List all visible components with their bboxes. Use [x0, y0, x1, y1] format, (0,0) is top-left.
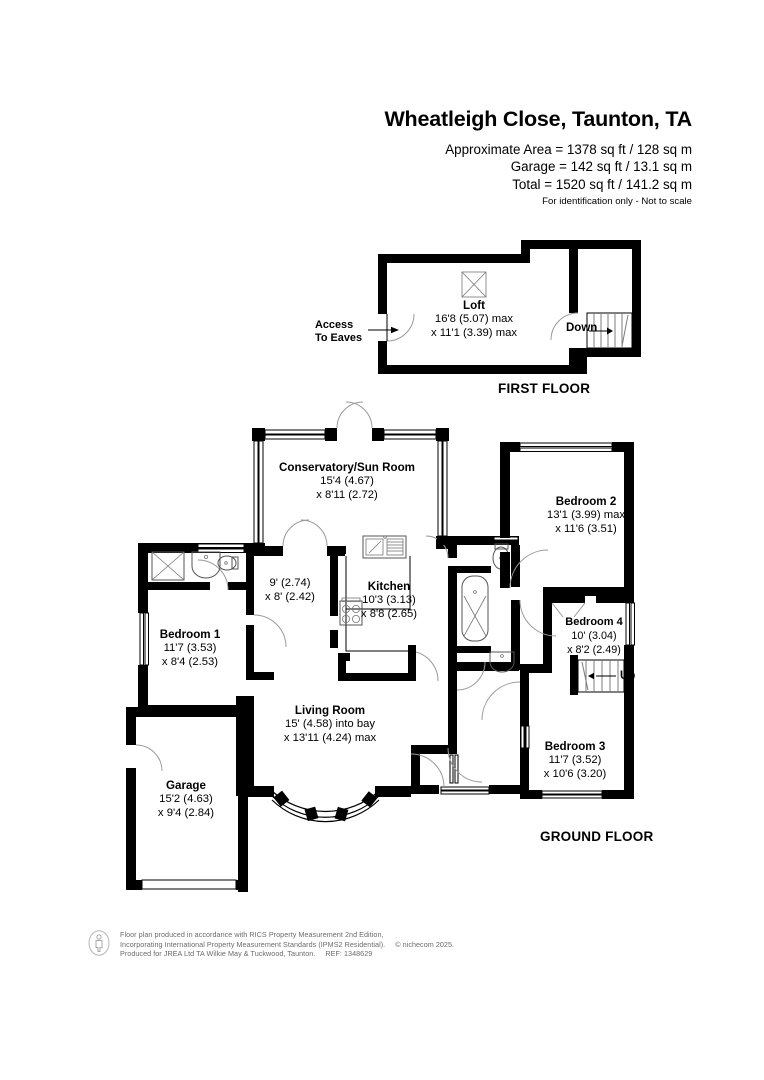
garage-area-text: Garage = 142 sq ft / 13.1 sq m — [510, 159, 692, 175]
approx-area-text: Approximate Area = 1378 sq ft / 128 sq m — [445, 141, 692, 157]
room-dim-2: x 11'1 (3.39) max — [430, 326, 518, 339]
room-dim-2: x 8'11 (2.72) — [316, 488, 378, 501]
room-label-bedroom-2: Bedroom 2 13'1 (3.99) max x 11'6 (3.51) — [547, 495, 625, 536]
room-dim-1: 15'2 (4.63) — [159, 792, 213, 805]
person-info-icon — [88, 930, 110, 956]
room-label-kitchen: Kitchen 10'3 (3.13) x 8'8 (2.65) — [361, 580, 417, 621]
room-label-loft: Loft 16'8 (5.07) max x 11'1 (3.39) max — [431, 299, 517, 340]
bay-window — [271, 790, 380, 823]
room-dim-1: 16'8 (5.07) max — [434, 312, 514, 325]
room-label-bedroom-3: Bedroom 3 11'7 (3.52) x 10'6 (3.20) — [544, 740, 606, 781]
room-name: Kitchen — [367, 580, 411, 593]
stairs-up-label: Up — [620, 670, 636, 682]
first-floor-caption: FIRST FLOOR — [498, 381, 591, 396]
room-label-bedroom-1: Bedroom 1 11'7 (3.53) x 8'4 (2.53) — [160, 628, 221, 669]
total-area-text: Total = 1520 sq ft / 141.2 sq m — [512, 176, 692, 192]
room-label-hall: 9' (2.74) x 8' (2.42) — [265, 577, 315, 605]
room-name: Loft — [463, 299, 485, 312]
room-dim-1: 13'1 (3.99) max — [546, 508, 626, 521]
plan-header: Wheatleigh Close, Taunton, TA Approximat… — [72, 107, 692, 218]
room-dim-1: 11'7 (3.52) — [548, 753, 602, 766]
room-dim-1: 10' (3.04) — [571, 629, 617, 642]
access-to-eaves-arrow — [368, 326, 399, 334]
footer-copyright: © nichecom 2025. — [395, 939, 455, 949]
room-dim-2: x 11'6 (3.51) — [555, 522, 617, 535]
basin-icon — [191, 551, 221, 579]
loft-hatch-icon — [461, 271, 487, 298]
footer-text-block: Floor plan produced in accordance with R… — [120, 930, 454, 959]
first-floor-plan — [368, 240, 641, 374]
room-dim-1: 15' (4.58) into bay — [284, 717, 376, 730]
room-dim-2: x 8'2 (2.49) — [567, 643, 621, 656]
room-dim-1: 9' (2.74) — [269, 577, 311, 589]
room-dim-1: 10'3 (3.13) — [362, 593, 416, 606]
shower-icon — [151, 551, 185, 581]
room-label-garage: Garage 15'2 (4.63) x 9'4 (2.84) — [158, 779, 214, 820]
room-name: Living Room — [294, 704, 366, 717]
room-name: Bedroom 1 — [159, 628, 221, 641]
ground-floor-plan — [126, 401, 635, 892]
room-name: Garage — [166, 779, 206, 792]
ground-floor-caption: GROUND FLOOR — [540, 829, 654, 844]
room-dim-1: 11'7 (3.53) — [163, 641, 217, 654]
access-to-eaves-label: Access To Eaves — [315, 319, 362, 345]
plan-footer: Floor plan produced in accordance with R… — [88, 930, 454, 959]
room-dim-2: x 13'11 (4.24) max — [283, 731, 377, 744]
footer-line-1: Floor plan produced in accordance with R… — [120, 930, 384, 939]
room-dim-1: 15'4 (4.67) — [320, 474, 374, 487]
room-label-bedroom-4: Bedroom 4 10' (3.04) x 8'2 (2.49) — [565, 616, 622, 657]
room-name: Bedroom 2 — [555, 495, 617, 508]
footer-line-3: Produced for JREA Ltd TA Wilkie May & Tu… — [120, 949, 316, 959]
room-name: Bedroom 4 — [565, 616, 623, 628]
footer-line-2: Incorporating International Property Mea… — [120, 939, 386, 949]
kitchen-sink-icon — [362, 535, 407, 559]
room-dim-2: x 8' (2.42) — [265, 590, 315, 603]
access-to-eaves-line1: Access — [315, 319, 354, 331]
room-dim-2: x 8'4 (2.53) — [161, 655, 219, 668]
basin-icon-central — [489, 651, 515, 673]
room-label-living-room: Living Room 15' (4.58) into bay x 13'11 … — [284, 704, 376, 745]
hob-icon — [339, 597, 363, 626]
page-title: Wheatleigh Close, Taunton, TA — [384, 107, 692, 131]
access-to-eaves-line2: To Eaves — [315, 332, 363, 344]
room-name: Conservatory/Sun Room — [279, 461, 415, 474]
room-dim-2: x 10'6 (3.20) — [543, 767, 607, 780]
room-name: Bedroom 3 — [544, 740, 606, 753]
wc-icon — [217, 555, 239, 571]
footer-reference: REF: 1348629 — [325, 949, 373, 959]
ground-staircase — [577, 659, 625, 693]
room-dim-2: x 8'8 (2.65) — [360, 607, 418, 620]
footer-line-2-row: Incorporating International Property Mea… — [120, 940, 454, 950]
bath-icon — [461, 575, 489, 642]
room-label-conservatory: Conservatory/Sun Room 15'4 (4.67) x 8'11… — [279, 461, 415, 502]
loft-staircase — [586, 312, 633, 349]
disclaimer-text: For identification only - Not to scale — [542, 196, 692, 208]
room-dim-2: x 9'4 (2.84) — [157, 806, 215, 819]
footer-line-3-row: Produced for JREA Ltd TA Wilkie May & Tu… — [120, 949, 454, 959]
stairs-down-label: Down — [566, 322, 598, 334]
